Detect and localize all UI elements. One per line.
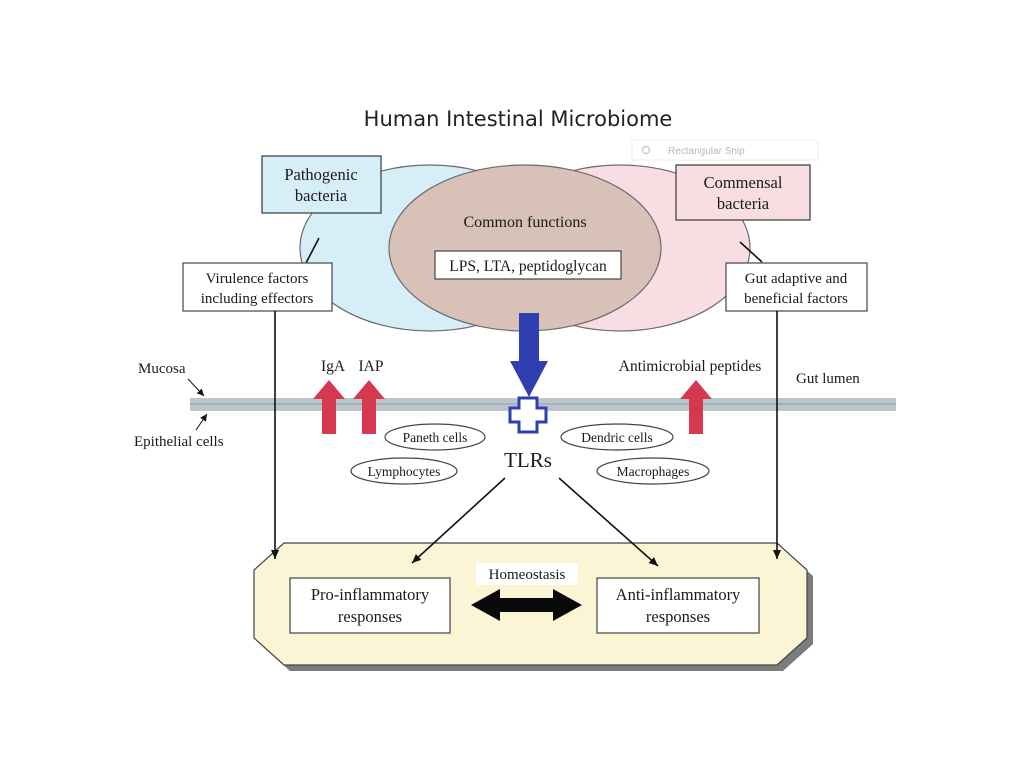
pro-inflammatory-label-2: responses [338, 607, 402, 626]
common-functions-ellipse [388, 164, 662, 332]
lps-label: LPS, LTA, peptidoglycan [449, 258, 607, 275]
pro-inflammatory-label-1: Pro-inflammatory [311, 585, 430, 604]
homeostasis-bg [476, 563, 578, 585]
lymphocytes-label: Lymphocytes [368, 464, 441, 479]
dendric-cells-ellipse [560, 423, 674, 451]
pro-inflammatory-box [289, 577, 451, 634]
anti-inflammatory-label-1: Anti-inflammatory [616, 585, 741, 604]
paneth-cells-label: Paneth cells [403, 430, 468, 445]
lymphocytes-ellipse [350, 457, 458, 485]
commensal-box [675, 164, 811, 221]
commensal-label-1: Commensal [704, 173, 783, 192]
anti-inflammatory-label-2: responses [646, 607, 710, 626]
gut-adaptive-box [725, 262, 868, 312]
commensal-label-2: bacteria [717, 194, 770, 213]
common-functions-label: Common functions [463, 214, 586, 231]
gut-adaptive-label-2: beneficial factors [744, 291, 848, 307]
gut-adaptive-label-1: Gut adaptive and [745, 271, 848, 287]
pathogenic-label-2: bacteria [295, 186, 348, 205]
rectangular-snip-overlay: Rectangular Snip [631, 139, 819, 161]
macrophages-ellipse [596, 457, 710, 485]
iap-label: IAP [359, 358, 384, 375]
epithelial-pointer [195, 413, 208, 431]
homeostasis-double-arrow [471, 589, 582, 621]
dendric-cells-label: Dendric cells [581, 430, 653, 445]
snip-label: Rectangular Snip [668, 146, 745, 157]
mucosa-label: Mucosa [138, 361, 186, 377]
tlr-to-anti-arrow [558, 477, 659, 567]
homeostasis-label: Homeostasis [489, 567, 566, 583]
paneth-cells-ellipse [384, 423, 486, 451]
gut-lumen-label: Gut lumen [796, 371, 860, 387]
iap-red-arrow [353, 380, 385, 434]
iga-label: IgA [321, 358, 346, 375]
iga-red-arrow [313, 380, 345, 434]
diagram-title: Human Intestinal Microbiome [364, 107, 673, 131]
antimicrobial-label: Antimicrobial peptides [619, 358, 761, 375]
epithelial-label: Epithelial cells [134, 434, 224, 450]
mucosa-pointer [187, 378, 205, 397]
pathogenic-connector [305, 237, 320, 264]
tlr-to-pro-arrow [411, 477, 506, 564]
tlr-receptor-icon [508, 396, 548, 434]
lps-box [434, 250, 622, 280]
virulence-label-2: including effectors [201, 291, 314, 307]
tlrs-label: TLRs [504, 448, 552, 472]
blue-down-arrow [510, 313, 548, 397]
pathogenic-label-1: Pathogenic [284, 165, 357, 184]
commensal-connector [739, 241, 763, 263]
antimicrobial-red-arrow [680, 380, 712, 434]
virulence-box [182, 262, 333, 312]
virulence-label-1: Virulence factors [206, 271, 309, 287]
snip-icon [641, 145, 651, 155]
pathogenic-box [261, 155, 382, 214]
anti-inflammatory-box [596, 577, 760, 634]
macrophages-label: Macrophages [617, 464, 690, 479]
